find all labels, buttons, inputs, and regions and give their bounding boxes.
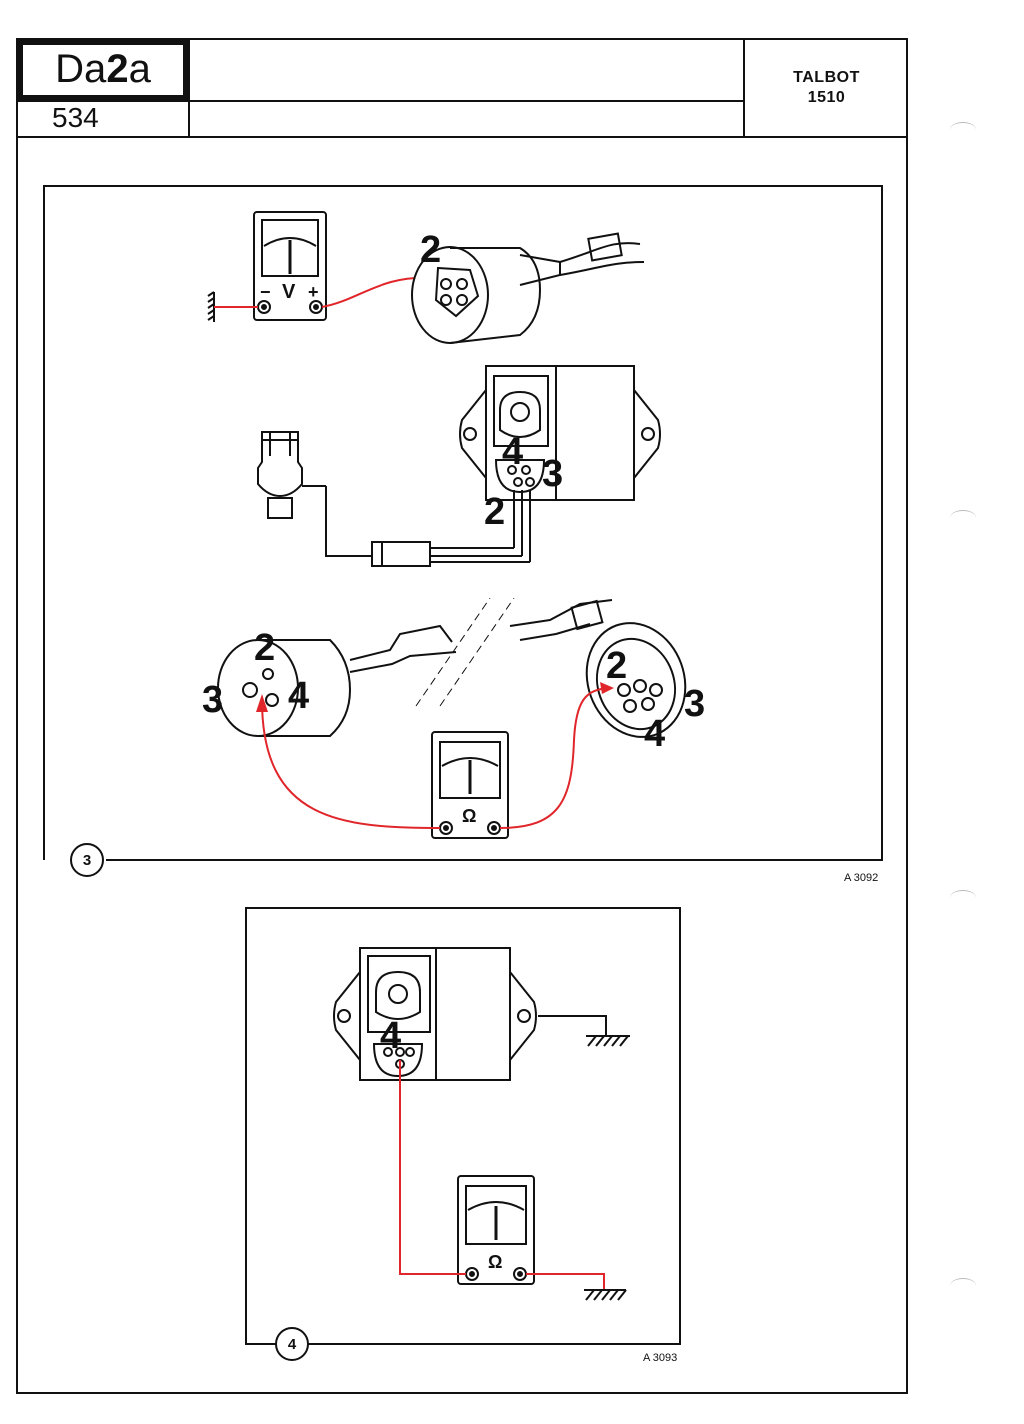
figure-3-number: 3 [70,843,104,877]
code-prefix: Da [55,47,107,91]
header-divider-left [188,40,190,136]
pin-label: 3 [202,679,223,721]
connecting-wire [325,486,531,567]
binder-hole-mark [950,890,976,905]
ohmmeter [457,1175,535,1285]
pin-label: 3 [684,683,705,725]
ground-symbol [207,291,215,322]
cable-break-lines [415,597,515,707]
pin-label: 4 [644,713,665,755]
pin-label: 4 [288,675,309,717]
red-wire [499,687,609,829]
right-socket [509,599,687,738]
pin-label: 4 [380,1015,401,1057]
page-number: 534 [52,102,99,133]
voltmeter [253,211,327,321]
header-divider-right [743,40,745,136]
voltmeter-plus: + [308,282,319,302]
top-connector [411,232,645,344]
code-digit: 2 [106,47,129,91]
header-bar [16,38,908,138]
figure-4-reference: A 3093 [643,1352,678,1364]
pin-label: 2 [420,229,441,271]
pin-label: 2 [484,491,505,533]
document-code: Da2a [23,47,183,92]
header-divider-mid [188,100,743,102]
figure-4-frame [245,907,681,1345]
figure-3-reference: A 3092 [844,872,879,884]
ignition-module [333,947,607,1081]
code-suffix: a [128,47,151,91]
binder-hole-mark [950,122,976,137]
ground-symbol [584,1289,627,1301]
binder-hole-mark [950,510,976,525]
pin-label: 3 [542,453,563,495]
arrow-head [600,682,614,694]
pin-label: 4 [502,431,523,473]
brand-block: TALBOT 1510 [745,40,908,136]
binder-hole-mark [950,1278,976,1293]
red-wire [261,699,441,829]
voltmeter-symbol: V [282,281,296,303]
brand-model: 1510 [807,89,846,106]
distributor-pickup [257,431,326,519]
pin-label: 2 [606,645,627,687]
figure-4-number: 4 [275,1327,309,1361]
red-wire [526,1273,605,1290]
document-code-box: Da2a [18,40,188,100]
arrow-head [256,694,268,712]
ohmmeter [431,731,509,839]
header-divider-code [16,100,188,102]
brand-name: TALBOT [793,69,860,86]
red-wire [399,1060,466,1275]
ohmmeter-symbol: Ω [462,806,476,826]
figure-3-frame [43,185,883,861]
left-plug [217,624,457,737]
pin-label: 2 [254,627,275,669]
page-frame [16,38,908,1394]
ignition-module [459,365,661,501]
voltmeter-minus: − [260,282,271,302]
ground-symbol [586,1035,630,1047]
ohmmeter-symbol: Ω [488,1252,502,1272]
